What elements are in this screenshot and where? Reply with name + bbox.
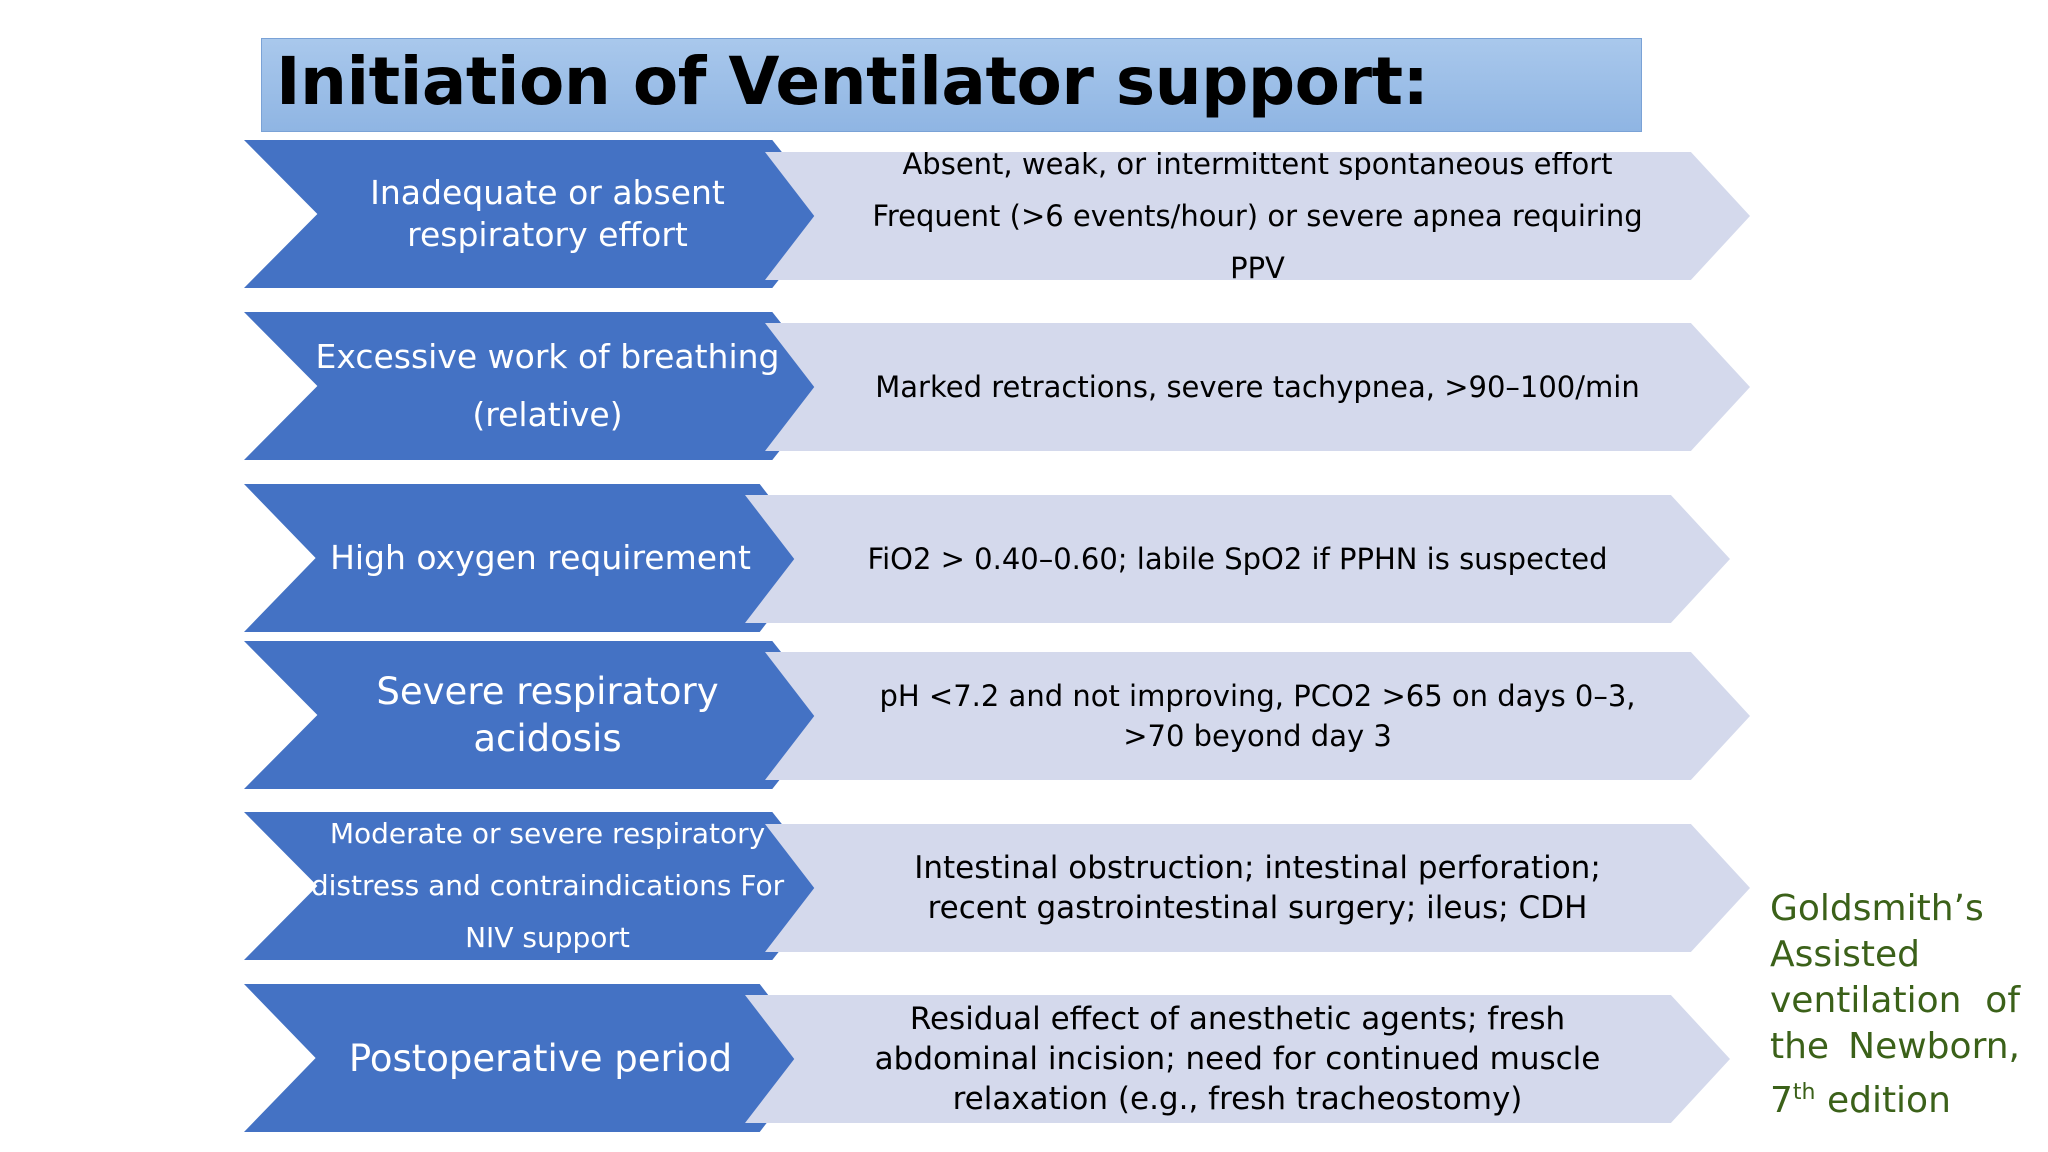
indication-chevron: Moderate or severe respiratory distress … [244,812,831,960]
criteria-label: Residual effect of anesthetic agents; fr… [874,1001,1601,1117]
citation-text: Goldsmith’s Assisted ventilation of the … [1770,888,2020,1067]
criteria-chevron: Intestinal obstruction; intestinal perfo… [765,824,1750,952]
source-citation: Goldsmith’s Assisted ventilation of the … [1770,886,2020,1124]
slide-title-line-2: Indications [276,121,1428,131]
title-banner: Initiation of Ventilator support: Indica… [261,38,1642,132]
edition-number: 7 [1770,1080,1793,1121]
slide-title: Initiation of Ventilator support: Indica… [276,43,1429,131]
indication-label: Postoperative period [348,1036,733,1080]
indication-label: Excessive work of breathing (relative) [315,337,780,434]
criteria-chevron: FiO2 > 0.40–0.60; labile SpO2 if PPHN is… [745,495,1730,623]
indication-chevron: Postoperative period [244,984,817,1132]
criteria-chevron: Residual effect of anesthetic agents; fr… [745,995,1730,1123]
slide-title-line-1: Initiation of Ventilator support: [276,43,1429,120]
criteria-label: Intestinal obstruction; intestinal perfo… [914,850,1601,926]
criteria-label: pH <7.2 and not improving, PCO2 >65 on d… [879,679,1636,753]
indication-chevron: Severe respiratory acidosis [244,641,831,789]
indication-label: Severe respiratory acidosis [376,670,719,760]
criteria-chevron: Absent, weak, or intermittent spontaneou… [765,152,1750,280]
indication-label: High oxygen requirement [330,538,751,577]
indication-label: Inadequate or absent respiratory effort [370,173,725,254]
criteria-label: Marked retractions, severe tachypnea, >9… [875,370,1640,404]
criteria-line: Absent, weak, or intermittent spontaneou… [902,147,1613,181]
criteria-chevron: Marked retractions, severe tachypnea, >9… [765,323,1750,451]
indication-chevron: Excessive work of breathing (relative) [244,312,831,460]
citation-edition: 7th edition [1770,1080,1951,1121]
indication-chevron: High oxygen requirement [244,484,817,632]
indication-chevron: Inadequate or absent respiratory effort [244,140,831,288]
edition-word: edition [1826,1080,1951,1121]
indication-label: Moderate or severe respiratory distress … [310,817,785,954]
criteria-label: FiO2 > 0.40–0.60; labile SpO2 if PPHN is… [867,542,1608,576]
criteria-chevron: pH <7.2 and not improving, PCO2 >65 on d… [765,652,1750,780]
criteria-label: Absent, weak, or intermittent spontaneou… [845,152,1670,280]
edition-suffix: th [1792,1080,1816,1105]
criteria-line: Frequent (>6 events/hour) or severe apne… [872,199,1643,285]
